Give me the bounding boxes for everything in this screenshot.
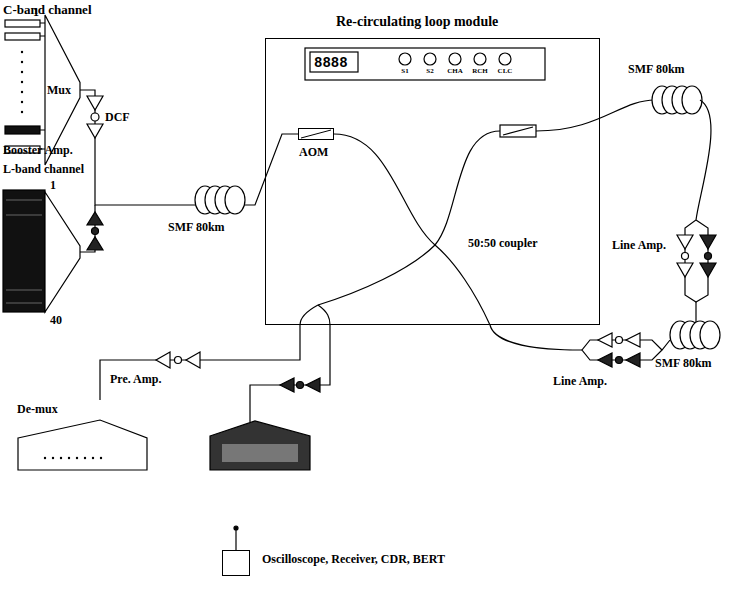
mux-shape: [45, 15, 80, 165]
line-amplifier: [677, 100, 716, 322]
module-title: Re-circulating loop module: [336, 15, 498, 29]
part-label: 40: [50, 313, 62, 327]
fiber-spool: [652, 86, 702, 114]
part-label: SMF 80km: [655, 356, 712, 370]
node-label: Mux: [47, 83, 71, 97]
part-label: 8888: [314, 55, 348, 71]
node-label: Oscilloscope, Receiver, CDR, BERT: [262, 552, 445, 566]
demux-shape: [18, 420, 147, 470]
part-label: 50:50 coupler: [468, 236, 538, 250]
instrument-box: [222, 550, 250, 576]
fiber-spool: [195, 186, 245, 214]
test-instrument: Oscilloscope, Receiver, CDR, BERT: [222, 540, 450, 578]
part-label: Pre. Amp.: [110, 372, 161, 386]
port-dot: [68, 457, 70, 459]
demultiplexer: De-mux: [15, 400, 150, 472]
booster-amplifier: [87, 96, 103, 138]
knob-label: RCH: [472, 67, 488, 76]
knob-label: CLC: [497, 67, 513, 76]
part-label: Booster Amp.: [3, 143, 73, 157]
part-label: Line Amp.: [553, 374, 607, 388]
instrument-probe: [234, 526, 238, 550]
l-band-transmitters: [3, 190, 103, 312]
part-label: 1: [50, 178, 56, 192]
port-dot: [52, 457, 54, 459]
port-dot: [44, 457, 46, 459]
aom-crystal: [301, 130, 331, 138]
part-label: DCF: [105, 110, 130, 124]
part-label: SMF 80km: [628, 62, 685, 76]
aom-outline: [299, 129, 335, 141]
loop-fiber: [300, 100, 655, 325]
port-dot: [92, 457, 94, 459]
knob-label: S1: [397, 67, 413, 76]
part-label: L-band channel: [3, 162, 84, 176]
pre-amplifier: [156, 352, 200, 368]
part-label: SMF 80km: [168, 220, 225, 234]
part-label: Line Amp.: [612, 238, 666, 252]
port-dot: [100, 457, 102, 459]
port-dot: [84, 457, 86, 459]
node-label: De-mux: [17, 402, 58, 416]
fiber-link: [100, 325, 300, 400]
node-label: AOM: [299, 145, 328, 159]
part-label: 1: [33, 5, 39, 19]
line-amplifier: [490, 325, 670, 367]
port-dot: [60, 457, 62, 459]
knob-label: S2: [422, 67, 438, 76]
aom-switch: AOM: [298, 128, 334, 140]
port-dot: [76, 457, 78, 459]
loop-module: AOMRe-circulating loop module: [265, 38, 600, 325]
l-band-receiver-branch: [210, 325, 330, 470]
knob-label: CHA: [447, 67, 463, 76]
multiplexer: Mux: [45, 15, 80, 165]
fiber-spool: [670, 321, 720, 349]
part-label: C-band channel: [3, 2, 92, 17]
c-band-transmitters: [5, 20, 46, 153]
display-panel: [305, 48, 545, 80]
